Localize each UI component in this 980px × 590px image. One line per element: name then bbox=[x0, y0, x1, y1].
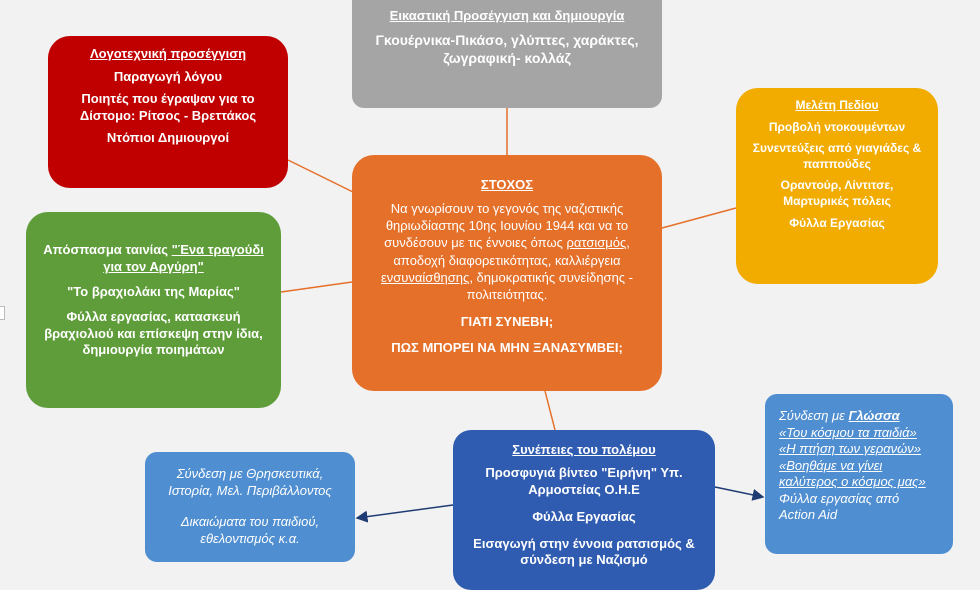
war-consequences-line: Φύλλα Εργασίας bbox=[532, 508, 636, 524]
film-excerpt-line: Φύλλα εργασίας, κατασκευή βραχιολιού και… bbox=[44, 308, 263, 358]
war-consequences-box: Συνέπειες του πολέμου Προσφυγιά βίντεο "… bbox=[453, 430, 715, 590]
field-study-line: Συνεντεύξεις από γιαγιάδες & παππούδες bbox=[752, 141, 922, 171]
cross-curricular-box: Σύνδεση με Θρησκευτικά, Ιστορία, Μελ. Πε… bbox=[145, 452, 355, 562]
goal-question-how: ΠΩΣ ΜΠΟΡΕΙ ΝΑ ΜΗΝ ΞΑΝΑΣΥΜΒΕΙ; bbox=[391, 340, 623, 356]
goal-text: , δημοκρατικής συνείδησης - πολιτειότητα… bbox=[466, 270, 634, 303]
arrow-war-religion bbox=[355, 504, 454, 523]
literature-line: Ποιητές που έγραψαν για το Δίστομο: Ρίτσ… bbox=[79, 90, 257, 123]
language-box: Σύνδεση με Γλώσσα «Του κόσμου τα παιδιά»… bbox=[765, 394, 953, 554]
field-study-line: Οραντούρ, Λίντιτσε, Μαρτυρικές πόλεις bbox=[780, 178, 894, 208]
goal-box: ΣΤΟΧΟΣ Να γνωρίσουν το γεγονός της ναζισ… bbox=[352, 155, 662, 391]
goal-question-why: ΓΙΑΤΙ ΣΥΝΕΒΗ; bbox=[460, 313, 554, 329]
field-study-line: Προβολή ντοκουμέντων bbox=[768, 119, 906, 134]
art-approach-box: Εικαστική Προσέγγιση και δημιουργία Γκου… bbox=[352, 0, 662, 108]
language-heading: Σύνδεση με Γλώσσα bbox=[779, 408, 943, 425]
film-excerpt-heading: Απόσπασμα ταινίας "Ένα τραγούδι για τον … bbox=[38, 242, 269, 276]
connector-film-goal bbox=[280, 281, 353, 293]
connector-goal-war bbox=[544, 390, 556, 431]
language-prefix: Σύνδεση με bbox=[779, 408, 849, 423]
field-study-line: Φύλλα Εργασίας bbox=[789, 215, 885, 230]
literature-title: Λογοτεχνική προσέγγιση bbox=[89, 46, 247, 61]
scroll-handle[interactable] bbox=[0, 306, 5, 320]
connector-field-goal bbox=[661, 207, 737, 229]
arrow-war-language bbox=[714, 486, 765, 501]
goal-text: , αποδοχή διαφορετικότητας, καλλιέργεια bbox=[393, 235, 630, 268]
film-excerpt-line: "Το βραχιολάκι της Μαρίας" bbox=[67, 283, 240, 299]
cross-curricular-line: Δικαιώματα του παιδιού, εθελοντισμός κ.α… bbox=[180, 513, 320, 546]
language-link[interactable]: «Η πτήση των γερανών» bbox=[779, 441, 922, 456]
war-consequences-title: Συνέπειες του πολέμου bbox=[512, 442, 656, 457]
connector-literature-goal bbox=[287, 159, 356, 194]
literature-line: Παραγωγή λόγου bbox=[113, 68, 223, 84]
goal-title: ΣΤΟΧΟΣ bbox=[480, 177, 534, 192]
goal-term-racism: ρατσισμός bbox=[566, 235, 627, 251]
film-title-link[interactable]: "Ένα τραγούδι για τον Αργύρη" bbox=[103, 242, 264, 274]
language-link[interactable]: «Βοηθάμε να γίνει καλύτερος ο κόσμος μας… bbox=[779, 457, 926, 490]
war-consequences-line: Προσφυγιά βίντεο "Ειρήνη" Υπ. Αρμοστείας… bbox=[485, 464, 683, 497]
language-line: Action Aid bbox=[779, 507, 838, 522]
language-link[interactable]: Γλώσσα bbox=[848, 408, 900, 423]
goal-description: Να γνωρίσουν το γεγονός της ναζιστικής θ… bbox=[364, 200, 650, 304]
literature-line: Ντόπιοι Δημιουργοί bbox=[106, 129, 230, 145]
film-excerpt-box: Απόσπασμα ταινίας "Ένα τραγούδι για τον … bbox=[26, 212, 281, 408]
art-approach-line: Γκουέρνικα-Πικάσο, γλύπτες, χαράκτες, ζω… bbox=[375, 31, 639, 67]
language-line: Φύλλα εργασίας από bbox=[779, 490, 900, 506]
field-study-box: Μελέτη Πεδίου Προβολή ντοκουμέντων Συνεν… bbox=[736, 88, 938, 284]
war-consequences-line: Εισαγωγή στην έννοια ρατσισμός & σύνδεση… bbox=[473, 535, 695, 568]
film-excerpt-prefix: Απόσπασμα ταινίας bbox=[43, 242, 172, 257]
art-approach-title: Εικαστική Προσέγγιση και δημιουργία bbox=[389, 8, 625, 23]
goal-text: Να γνωρίσουν το γεγονός της ναζιστικής θ… bbox=[384, 200, 629, 251]
goal-term-empathy: ενσυναίσθησης bbox=[380, 270, 470, 286]
cross-curricular-line: Σύνδεση με Θρησκευτικά, Ιστορία, Μελ. Πε… bbox=[168, 466, 332, 498]
language-link[interactable]: «Του κόσμου τα παιδιά» bbox=[779, 424, 917, 440]
literature-box: Λογοτεχνική προσέγγιση Παραγωγή λόγου Πο… bbox=[48, 36, 288, 188]
field-study-title: Μελέτη Πεδίου bbox=[795, 98, 879, 112]
